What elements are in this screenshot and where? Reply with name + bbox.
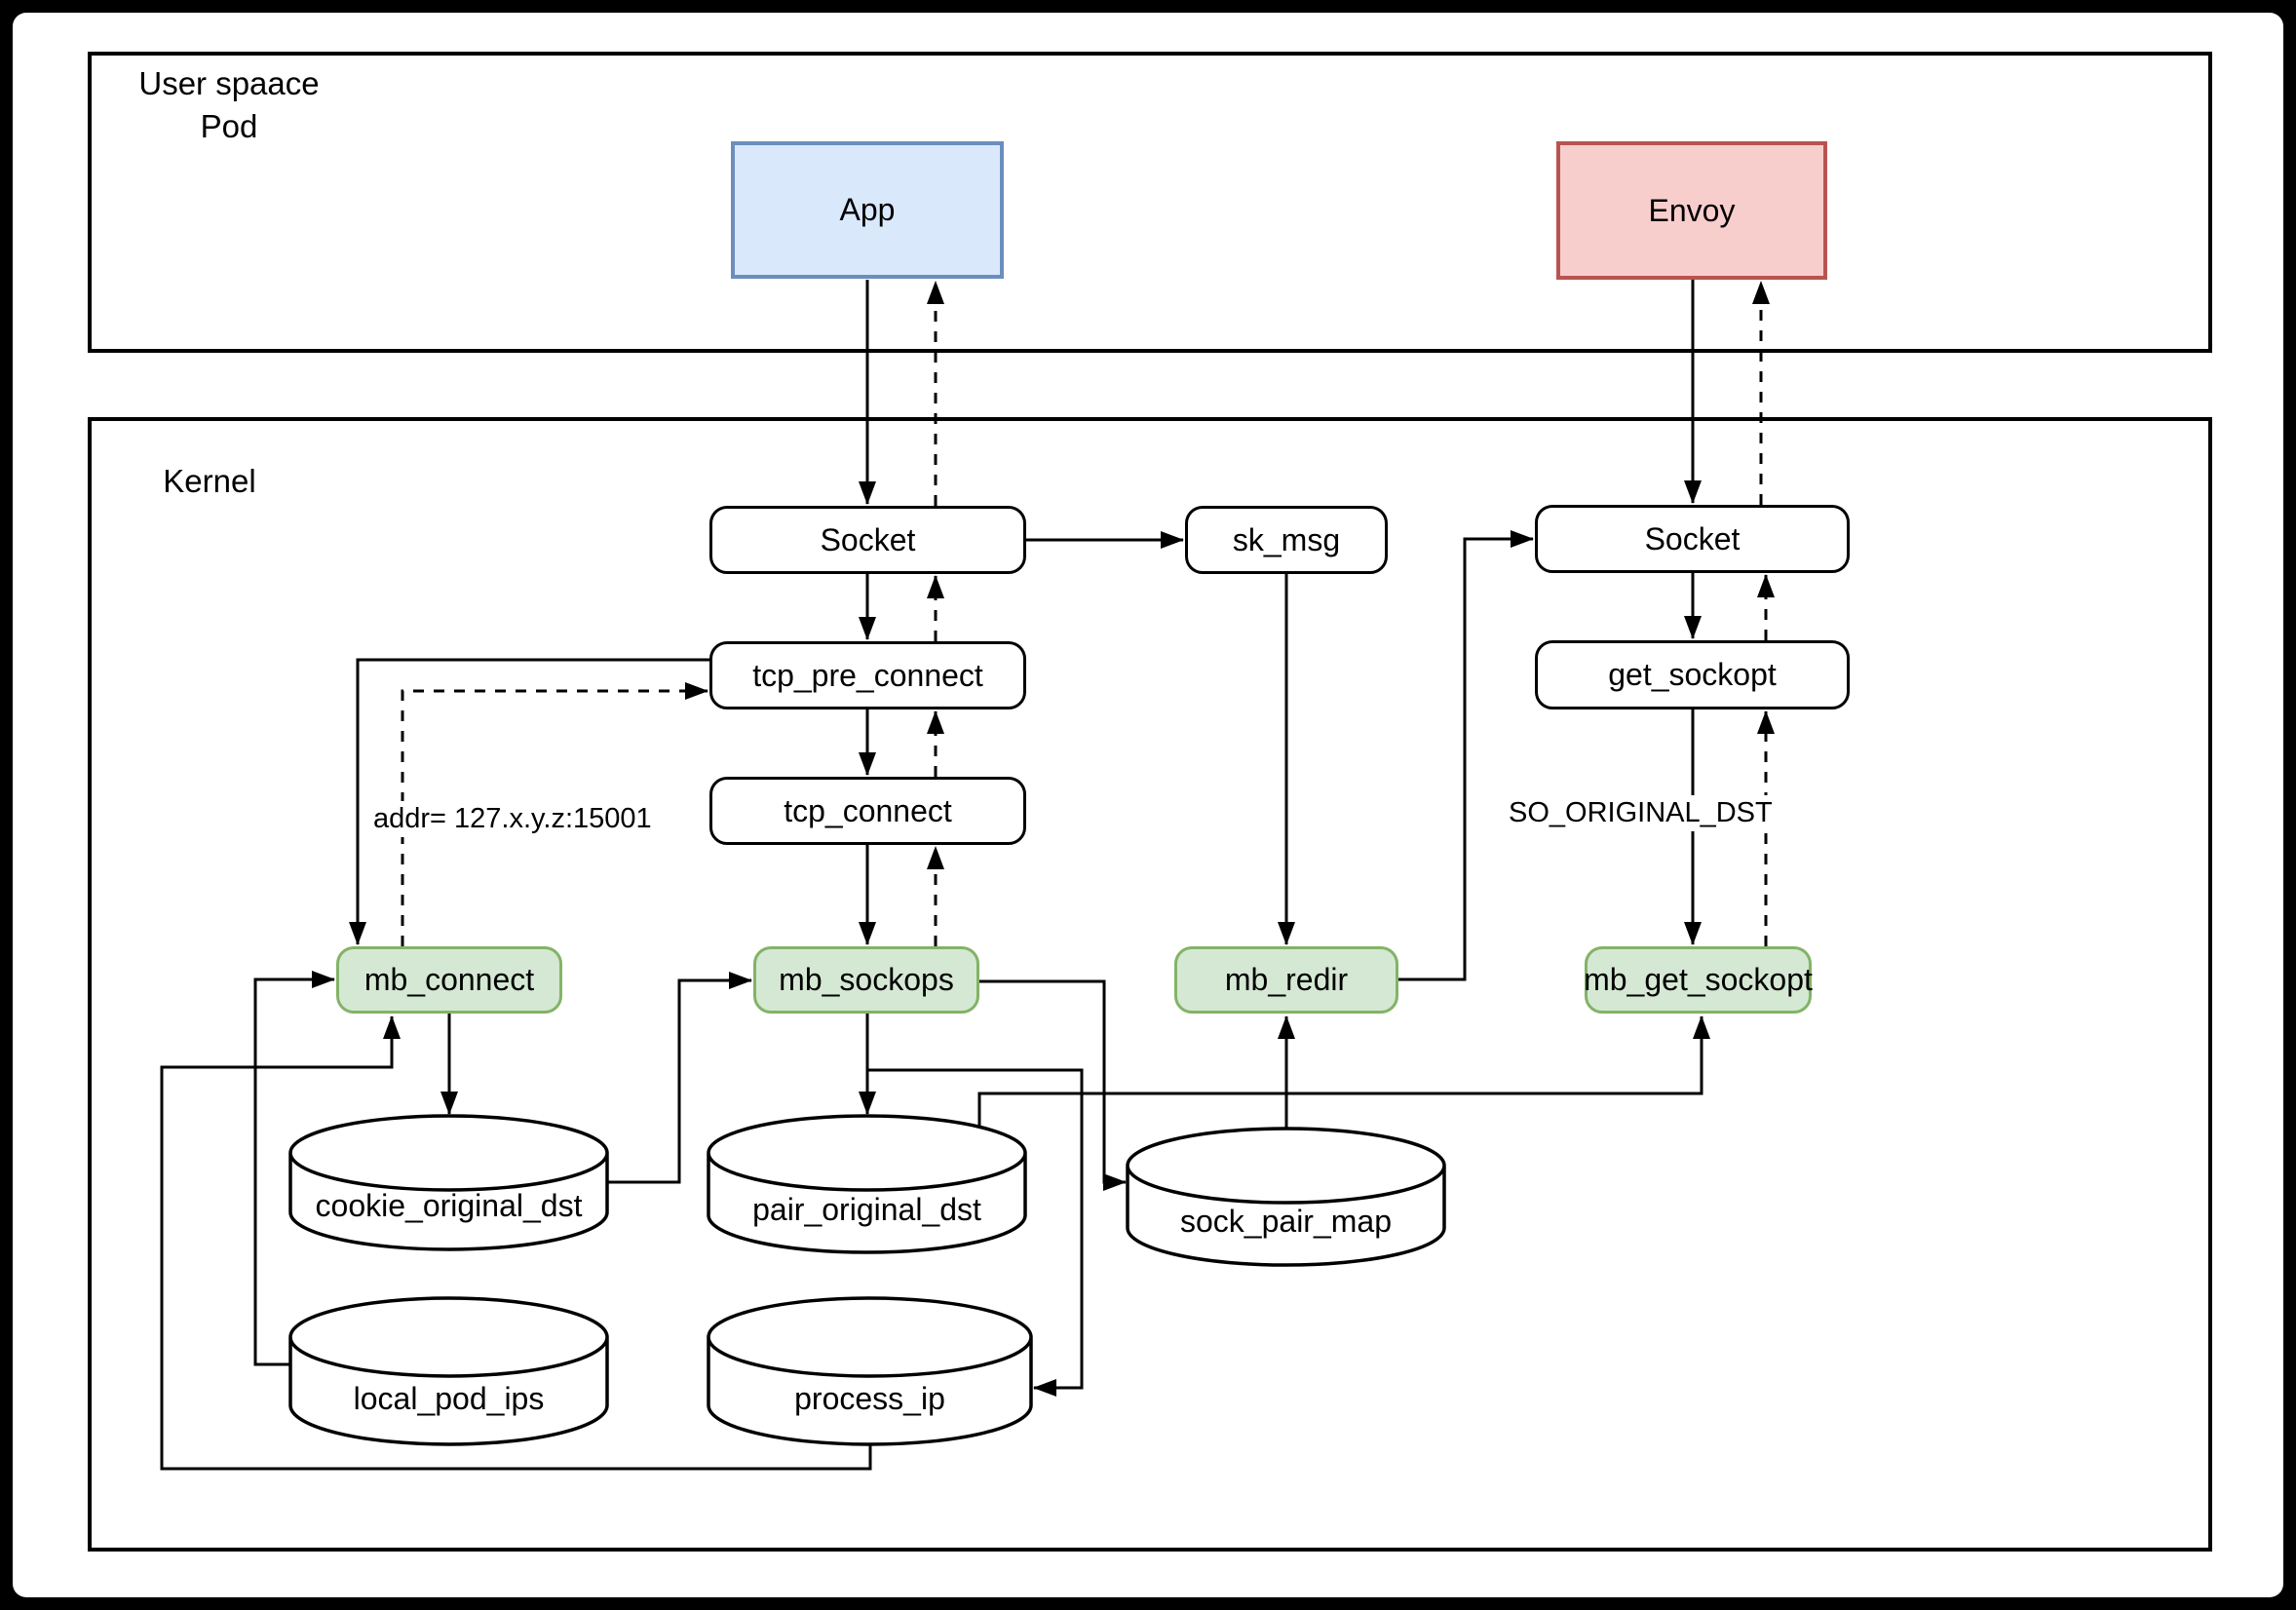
- map-process-ip-cylinder: [707, 1296, 1033, 1446]
- user-space-title-line1: User spaace: [138, 65, 320, 101]
- node-app: App: [731, 141, 1004, 279]
- user-space-pod-title: User spaace Pod: [107, 62, 351, 148]
- map-local-pod-ips-label: local_pod_ips: [353, 1380, 545, 1416]
- map-pair-original-dst-label: pair_original_dst: [752, 1191, 981, 1227]
- node-mb-connect: mb_connect: [336, 946, 562, 1014]
- map-local-pod-ips-cylinder: [288, 1296, 609, 1446]
- node-tcp-connect: tcp_connect: [709, 777, 1026, 845]
- node-socket-right: Socket: [1535, 505, 1850, 573]
- map-cookie-original-dst-cylinder: [288, 1114, 609, 1251]
- node-mb-sockops: mb_sockops: [753, 946, 979, 1014]
- edge-mb-redir-to-socket-right: [1398, 530, 1534, 981]
- node-tcp-pre-connect: tcp_pre_connect: [709, 641, 1026, 709]
- node-get-sockopt: get_sockopt: [1535, 640, 1850, 709]
- map-pair-original-dst-cylinder: [707, 1114, 1027, 1254]
- edge-mb-sockops-to-sock-pair-map: [979, 979, 1127, 1191]
- map-sock-pair-map-label: sock_pair_map: [1180, 1203, 1392, 1239]
- edge-label-so-original-dst: SO_ORIGINAL_DST: [1505, 795, 1777, 831]
- node-socket-left: Socket: [709, 506, 1026, 574]
- edge-local-pod-ips-to-mb-connect: [253, 971, 335, 1366]
- edge-pair-original-dst-to-mb-get-sockopt: [977, 1016, 1710, 1127]
- user-space-pod-container: [88, 52, 2212, 353]
- user-space-title-line2: Pod: [200, 108, 258, 144]
- node-sk-msg: sk_msg: [1185, 506, 1388, 574]
- edge-label-addr-redirect: addr= 127.x.y.z:15001: [369, 801, 656, 837]
- edge-cookie-original-dst-to-mb-sockops: [607, 972, 752, 1184]
- edge-mb-sockops-to-process-ip: [865, 1014, 1084, 1397]
- node-mb-redir: mb_redir: [1174, 946, 1398, 1014]
- node-mb-get-sockopt: mb_get_sockopt: [1584, 946, 1813, 1014]
- node-envoy: Envoy: [1556, 141, 1827, 280]
- map-cookie-original-dst-label: cookie_original_dst: [315, 1187, 583, 1223]
- edge-mb-connect-to-tcp-pre-connect-dashed: [401, 682, 708, 946]
- map-sock-pair-map-cylinder: [1126, 1127, 1446, 1267]
- kernel-title: Kernel: [163, 463, 256, 499]
- edge-process-ip-to-mb-connect: [160, 1016, 872, 1471]
- kernel-container: [88, 417, 2212, 1552]
- map-process-ip-label: process_ip: [794, 1380, 945, 1416]
- edge-tcp-pre-connect-to-mb-connect: [349, 658, 709, 945]
